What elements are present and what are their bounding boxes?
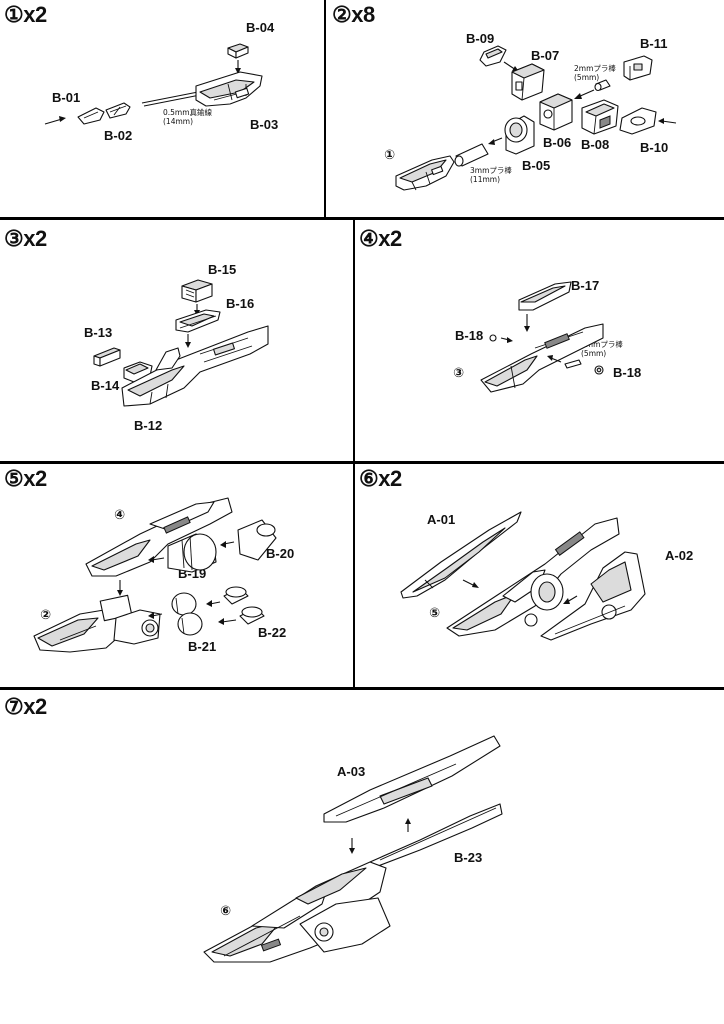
part-a02 — [540, 551, 646, 641]
step-3-diagram — [93, 279, 269, 407]
subassembly-6 — [203, 861, 391, 963]
part-b18-right — [594, 365, 604, 375]
part-a01 — [400, 511, 522, 599]
step-title: ④x2 — [359, 226, 402, 251]
part-label-a02: A-02 — [665, 548, 694, 563]
part-b08 — [581, 99, 619, 135]
part-label-b12: B-12 — [134, 418, 163, 433]
part-label-b16: B-16 — [226, 296, 255, 311]
divider-h-3 — [0, 687, 724, 690]
step-title: ⑦x2 — [4, 694, 47, 719]
part-b10 — [619, 107, 657, 135]
part-b03 — [195, 71, 263, 107]
step-title: ②x8 — [332, 2, 375, 27]
part-label-b20: B-20 — [266, 546, 295, 561]
part-label-b11: B-11 — [640, 36, 668, 51]
part-label-b08: B-08 — [581, 137, 610, 152]
part-label-b22: B-22 — [258, 625, 287, 640]
step-7-diagram — [203, 735, 503, 963]
step-ref-2: ② — [40, 608, 52, 623]
part-label-b14: B-14 — [91, 378, 120, 393]
step-6-diagram — [400, 511, 646, 641]
part-label-b04: B-04 — [246, 20, 275, 35]
step-ref-6: ⑥ — [220, 904, 232, 919]
plastic-rod-2mm — [594, 79, 611, 92]
part-b01 — [77, 107, 105, 125]
step-title: ①x2 — [4, 2, 47, 27]
part-b20 — [237, 519, 277, 561]
step-title: ⑤x2 — [4, 466, 47, 491]
part-b13 — [93, 347, 121, 367]
plastic-rod-2mm-note: 2mmプラ棒(5mm) — [574, 64, 616, 82]
plastic-rod-1mm-note: 1mmプラ棒(5mm) — [581, 340, 623, 358]
part-label-b23: B-23 — [454, 850, 483, 865]
part-label-b17: B-17 — [571, 278, 600, 293]
part-b23 — [369, 803, 503, 867]
part-label-b18-right: B-18 — [613, 365, 642, 380]
part-label-b18-left: B-18 — [455, 328, 484, 343]
subassembly-1 — [395, 155, 455, 191]
part-label-b06: B-06 — [543, 135, 572, 150]
divider-v-mid — [353, 219, 355, 689]
divider-v-top — [324, 0, 326, 218]
part-a03 — [323, 735, 501, 823]
step-7-panel: ⑦x2 A-03 B-23 ⑥ — [0, 690, 724, 1024]
part-label-a03: A-03 — [337, 764, 366, 779]
step-4-panel: ④x2 B-17 B-18 B-18 1mmプラ棒(5mm) ③ — [355, 220, 724, 461]
part-label-b15: B-15 — [208, 262, 237, 277]
step-ref-1: ① — [384, 148, 396, 163]
part-b09 — [479, 45, 507, 67]
divider-h-1 — [0, 217, 724, 220]
part-b04 — [227, 43, 249, 59]
step-1-diagram — [44, 43, 263, 125]
part-b18-left — [489, 334, 497, 342]
part-label-b07: B-07 — [531, 48, 560, 63]
part-b21 — [171, 592, 203, 636]
part-label-b13: B-13 — [84, 325, 113, 340]
part-b06 — [539, 93, 573, 131]
plastic-rod-3mm — [454, 143, 489, 167]
part-b12 — [121, 325, 269, 407]
subassembly-4 — [85, 497, 233, 577]
step-ref-3: ③ — [453, 366, 465, 381]
step-ref-5: ⑤ — [429, 606, 441, 621]
step-5-diagram — [33, 497, 277, 653]
part-b07 — [511, 63, 545, 101]
part-b19 — [167, 533, 217, 573]
part-label-b01: B-01 — [52, 90, 81, 105]
part-label-b02: B-02 — [104, 128, 133, 143]
subassembly-2 — [33, 594, 161, 653]
part-label-a01: A-01 — [427, 512, 456, 527]
brass-wire-note: 0.5mm真鍮線(14mm) — [163, 108, 213, 126]
step-title: ③x2 — [4, 226, 47, 251]
step-title: ⑥x2 — [359, 466, 402, 491]
step-2-diagram — [395, 45, 677, 191]
step-4-diagram — [480, 281, 604, 393]
part-b02 — [105, 102, 131, 119]
subassembly-3 — [480, 323, 604, 393]
step-5-panel: ⑤x2 B-20 B-19 B-22 B-21 ④ ② — [0, 464, 353, 687]
part-b05 — [504, 115, 535, 155]
part-b22 — [223, 586, 265, 625]
part-label-b03: B-03 — [250, 117, 279, 132]
part-b17 — [518, 281, 572, 311]
part-b15 — [181, 279, 213, 303]
part-label-b09: B-09 — [466, 31, 495, 46]
plastic-rod-1mm — [564, 359, 582, 369]
part-label-b21: B-21 — [188, 639, 217, 654]
subassembly-5 — [446, 517, 620, 637]
step-ref-4: ④ — [114, 508, 126, 523]
part-label-b05: B-05 — [522, 158, 551, 173]
divider-h-2 — [0, 461, 724, 464]
plastic-rod-3mm-note: 3mmプラ棒(11mm) — [470, 166, 512, 184]
step-2-panel: ②x8 B-09 B-07 B-11 2mmプラ棒(5mm) B-06 B-08… — [326, 0, 724, 217]
step-6-panel: ⑥x2 A-01 A-02 ⑤ — [355, 464, 724, 687]
part-b11 — [623, 55, 653, 81]
step-3-panel: ③x2 B-15 B-16 B-13 B-14 B-12 — [0, 220, 353, 461]
part-b16 — [175, 309, 221, 333]
part-label-b10: B-10 — [640, 140, 669, 155]
step-1-panel: ①x2 B-04 B-01 B-02 B-03 0.5mm真鍮線(14mm) — [0, 0, 324, 217]
